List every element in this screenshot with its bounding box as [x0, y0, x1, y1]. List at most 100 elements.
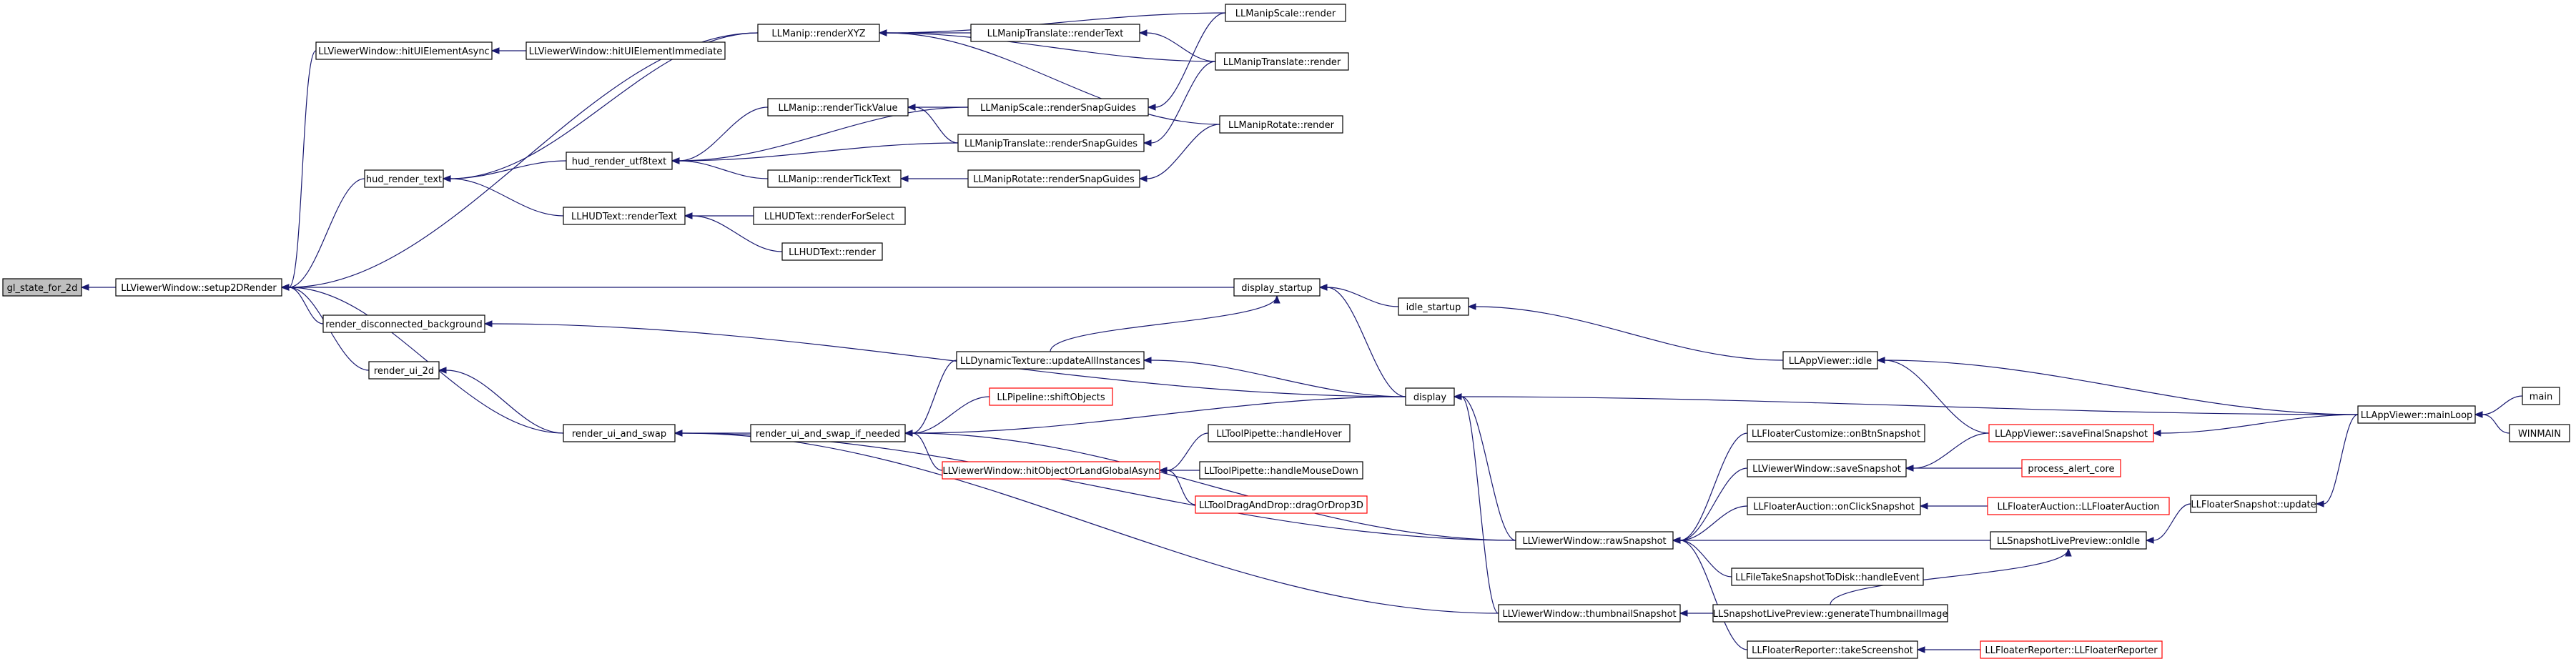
svg-text:LLPipeline::shiftObjects: LLPipeline::shiftObjects: [997, 392, 1105, 403]
edge-thumb-to-uiSwap: [681, 432, 1499, 614]
edge-transR-to-transRT: [1146, 32, 1216, 62]
edge-raw-to-swapIf: [912, 432, 1516, 541]
svg-text:hud_render_text: hud_render_text: [366, 174, 442, 185]
node-hituielementimmediate[interactable]: LLViewerWindow::hitUIElementImmediate: [525, 41, 726, 60]
node-appviewer-idle[interactable]: LLAppViewer::idle: [1782, 351, 1878, 370]
node-display-startup[interactable]: display_startup: [1233, 278, 1321, 297]
edge-rotR-to-rotSG: [1146, 124, 1220, 179]
node-setup2drender[interactable]: LLViewerWindow::setup2DRender: [115, 278, 282, 297]
edge-scaleR-to-scaleSG: [1155, 12, 1226, 108]
node-viewerwindow-savesnapshot[interactable]: LLViewerWindow::saveSnapshot: [1747, 459, 1907, 477]
node-main[interactable]: main: [2522, 387, 2560, 405]
node-hudtext-render[interactable]: LLHUDText::render: [781, 242, 883, 261]
svg-text:LLToolPipette::handleMouseDown: LLToolPipette::handleMouseDown: [1204, 466, 1358, 477]
svg-text:LLToolDragAndDrop::dragOrDrop3: LLToolDragAndDrop::dragOrDrop3D: [1199, 500, 1363, 511]
arrowhead-startup-to-setup: [280, 284, 290, 291]
edge-hitObj-to-swapIf: [912, 432, 943, 471]
node-toolpipette-handlehover[interactable]: LLToolPipette::handleHover: [1208, 424, 1351, 442]
arrowhead-rotR-to-rotSG: [1138, 175, 1148, 182]
node-manip-renderxyz[interactable]: LLManip::renderXYZ: [757, 24, 880, 42]
svg-text:LLDynamicTexture::updateAllIns: LLDynamicTexture::updateAllInstances: [960, 356, 1140, 367]
arrowhead-rotSG-to-tickTxt: [899, 175, 909, 182]
svg-text:LLManip::renderTickValue: LLManip::renderTickValue: [779, 103, 898, 114]
node-dynamictexture-updateallinstances[interactable]: LLDynamicTexture::updateAllInstances: [956, 351, 1145, 370]
node-hudtext-renderforselect[interactable]: LLHUDText::renderForSelect: [753, 207, 906, 225]
svg-text:LLToolPipette::handleHover: LLToolPipette::handleHover: [1216, 429, 1342, 440]
node-maniptranslate-rendertext[interactable]: LLManipTranslate::renderText: [970, 24, 1140, 42]
node-render-ui-2d[interactable]: render_ui_2d: [368, 361, 440, 380]
arrowhead-uiSwap-to-ui2d: [438, 367, 447, 374]
node-manip-renderticketvalue[interactable]: LLManip::renderTickValue: [767, 98, 909, 117]
node-appviewer-mainloop[interactable]: LLAppViewer::mainLoop: [2357, 405, 2476, 424]
node-winmain[interactable]: WINMAIN: [2509, 424, 2570, 442]
node-pipeline-shiftobjects[interactable]: LLPipeline::shiftObjects: [989, 387, 1113, 406]
node-tooldraganddrop-dragordrop3d[interactable]: LLToolDragAndDrop::dragOrDrop3D: [1195, 495, 1368, 514]
svg-text:LLManipTranslate::render: LLManipTranslate::render: [1223, 57, 1341, 68]
svg-text:LLViewerWindow::hitUIElementAs: LLViewerWindow::hitUIElementAsync: [318, 46, 489, 57]
svg-text:LLFloaterAuction::onClickSnaps: LLFloaterAuction::onClickSnapshot: [1753, 502, 1915, 512]
svg-text:process_alert_core: process_alert_core: [2028, 464, 2114, 475]
edge-utf8-to-hudText: [450, 160, 567, 179]
node-floaterreporter-takescreenshot[interactable]: LLFloaterReporter::takeScreenshot: [1747, 640, 1918, 659]
arrowhead-drag3d-to-hitObj: [1158, 467, 1168, 474]
arrowhead-transSG-to-utf8: [671, 157, 680, 164]
node-hud-render-utf8text[interactable]: hud_render_utf8text: [566, 152, 673, 170]
node-maniprotate-rendersnapguides[interactable]: LLManipRotate::renderSnapGuides: [967, 169, 1140, 188]
svg-text:LLManip::renderTickText: LLManip::renderTickText: [778, 174, 891, 185]
node-snapshotlivepreview-generatethumbnailimage[interactable]: LLSnapshotLivePreview::generateThumbnail…: [1712, 604, 1948, 623]
svg-text:WINMAIN: WINMAIN: [2518, 429, 2561, 440]
edge-winmain-to-mainLoop: [2482, 414, 2510, 434]
arrowhead-xyz-to-hudText: [442, 175, 451, 182]
arrowhead-hudR-to-hudRT: [684, 212, 693, 219]
edge-snapUpd-to-onIdle: [2153, 503, 2191, 541]
node-viewerwindow-thumbnailsnapshot[interactable]: LLViewerWindow::thumbnailSnapshot: [1498, 604, 1681, 623]
svg-text:LLManipTranslate::renderSnapGu: LLManipTranslate::renderSnapGuides: [964, 139, 1138, 149]
edge-mainLoop-to-snapUpd: [2323, 414, 2359, 505]
node-floaterreporter-ctor[interactable]: LLFloaterReporter::LLFloaterReporter: [1980, 640, 2163, 659]
node-hitobjectorlandglobalasync[interactable]: LLViewerWindow::hitObjectOrLandGlobalAsy…: [942, 461, 1160, 480]
node-maniptranslate-rendersnapguides[interactable]: LLManipTranslate::renderSnapGuides: [957, 134, 1145, 152]
node-render-ui-and-swap[interactable]: render_ui_and_swap: [563, 424, 676, 442]
node-render-ui-and-swap-if-needed[interactable]: render_ui_and_swap_if_needed: [750, 424, 906, 442]
node-floaterauction-onclicksnapshot[interactable]: LLFloaterAuction::onClickSnapshot: [1747, 497, 1921, 515]
node-render-disconnected-background[interactable]: render_disconnected_background: [322, 314, 485, 333]
node-display[interactable]: display: [1405, 387, 1455, 406]
svg-text:LLHUDText::renderForSelect: LLHUDText::renderForSelect: [764, 212, 894, 222]
edge-raw-to-uiSwap: [681, 432, 1516, 541]
edge-scaleSG-to-utf8: [678, 106, 969, 162]
node-process-alert-core[interactable]: process_alert_core: [2021, 459, 2121, 477]
edge-transSG-to-utf8: [678, 142, 959, 162]
arrowhead-repCtor-to-repShot: [1916, 646, 1925, 653]
node-idle-startup[interactable]: idle_startup: [1398, 297, 1469, 316]
node-floatersnapshot-update[interactable]: LLFloaterSnapshot::update: [2190, 495, 2317, 513]
svg-text:LLAppViewer::idle: LLAppViewer::idle: [1789, 356, 1872, 367]
node-filetakesnapshottodisk-handleevent[interactable]: LLFileTakeSnapshotToDisk::handleEvent: [1731, 568, 1924, 586]
node-viewerwindow-rawsnapshot[interactable]: LLViewerWindow::rawSnapshot: [1515, 531, 1674, 550]
svg-text:LLFileTakeSnapshotToDisk::hand: LLFileTakeSnapshotToDisk::handleEvent: [1735, 573, 1920, 583]
node-maniprotate-render[interactable]: LLManipRotate::render: [1219, 115, 1343, 134]
node-appviewer-savefinalsnapshot[interactable]: LLAppViewer::saveFinalSnapshot: [1988, 424, 2154, 442]
node-hud-render-text[interactable]: hud_render_text: [364, 169, 444, 188]
node-toolpipette-handlemousedown[interactable]: LLToolPipette::handleMouseDown: [1199, 461, 1363, 480]
edge-hitAsync-to-setup: [288, 50, 317, 288]
node-manipscale-rendersnapguides[interactable]: LLManipScale::renderSnapGuides: [967, 98, 1149, 117]
edge-mainLoop-to-saveFinal: [2160, 414, 2359, 434]
node-hudtext-rendertext[interactable]: LLHUDText::renderText: [563, 207, 686, 225]
node-manipscale-render[interactable]: LLManipScale::render: [1225, 4, 1346, 22]
node-floatercustomize-onbtnsnapshot[interactable]: LLFloaterCustomize::onBtnSnapshot: [1747, 424, 1925, 442]
node-hituielementasync[interactable]: LLViewerWindow::hitUIElementAsync: [315, 41, 493, 60]
arrowhead-winmain-to-mainLoop: [2474, 411, 2483, 418]
arrowhead-scaleR-to-scaleSG: [1147, 104, 1156, 111]
edge-transR-to-transSG: [1150, 61, 1216, 144]
svg-text:LLSnapshotLivePreview::onIdle: LLSnapshotLivePreview::onIdle: [1997, 536, 2140, 547]
node-floaterauction-ctor[interactable]: LLFloaterAuction::LLFloaterAuction: [1987, 497, 2170, 515]
node-snapshotlivepreview-onidle[interactable]: LLSnapshotLivePreview::onIdle: [1990, 531, 2147, 550]
svg-text:render_disconnected_background: render_disconnected_background: [325, 319, 483, 330]
node-manip-renderticktext[interactable]: LLManip::renderTickText: [767, 169, 902, 188]
node-gl-state-for-2d[interactable]: gl_state_for_2d: [2, 278, 82, 297]
edge-tickTxt-to-utf8: [678, 160, 769, 179]
edge-appIdle-to-idleStart: [1475, 306, 1784, 361]
svg-text:gl_state_for_2d: gl_state_for_2d: [7, 283, 78, 294]
node-maniptranslate-render[interactable]: LLManipTranslate::render: [1215, 52, 1349, 71]
